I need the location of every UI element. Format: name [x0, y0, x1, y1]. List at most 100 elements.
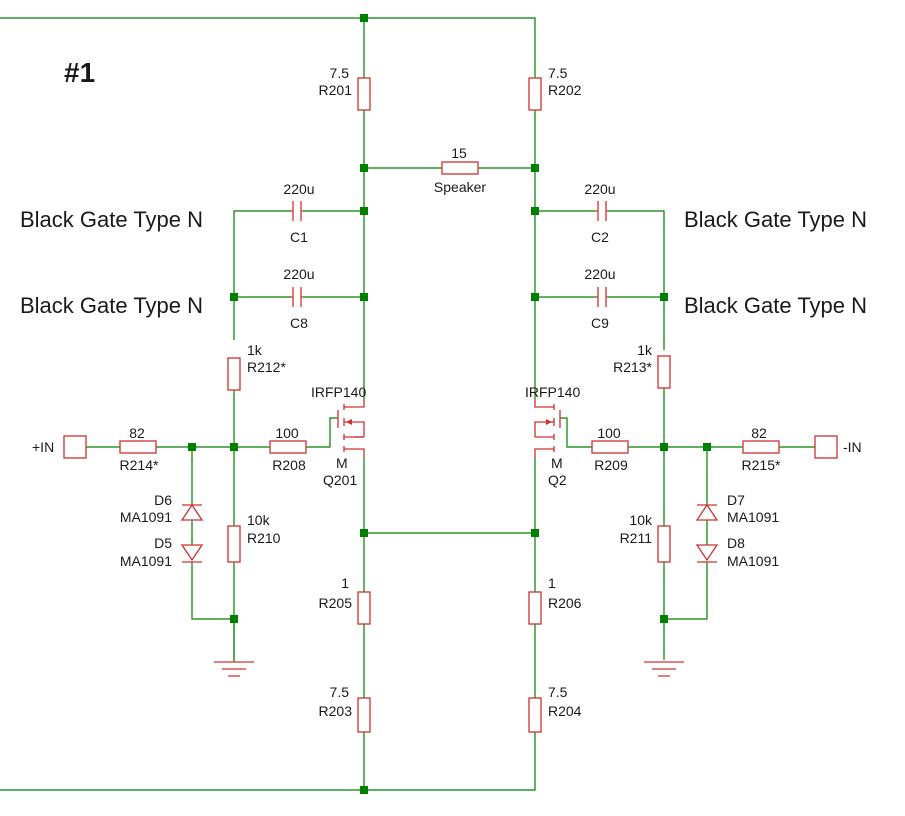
- speaker-value: 15: [451, 145, 467, 161]
- resistor-r214: [119, 440, 157, 454]
- capacitor-c1: [291, 201, 303, 221]
- r214-ref: R214*: [120, 457, 159, 473]
- r206-ref: R206: [548, 595, 582, 611]
- diode-d5: [180, 544, 204, 563]
- r208-value: 100: [275, 425, 299, 441]
- resistor-r213: [657, 355, 671, 389]
- page-title: #1: [64, 57, 95, 88]
- r215-value: 82: [751, 425, 767, 441]
- junction: [360, 786, 368, 794]
- c2-value: 220u: [584, 181, 615, 197]
- q201-ref: Q201: [323, 472, 357, 488]
- r215-ref: R215*: [742, 457, 781, 473]
- r214-value: 82: [129, 425, 145, 441]
- annotation-c9: Black Gate Type N: [684, 293, 867, 318]
- r210-ref: R210: [247, 530, 281, 546]
- junction: [230, 293, 238, 301]
- d7-part: MA1091: [727, 509, 779, 525]
- junction: [531, 207, 539, 215]
- c2-ref: C2: [591, 229, 609, 245]
- diode-d8: [695, 544, 719, 563]
- capacitors: [291, 201, 608, 307]
- junction: [703, 443, 711, 451]
- r202-ref: R202: [548, 82, 582, 98]
- resistor-speaker: [441, 161, 479, 175]
- d7-ref: D7: [727, 492, 745, 508]
- junction: [360, 207, 368, 215]
- r206-value: 1: [548, 575, 556, 591]
- junction: [531, 164, 539, 172]
- d8-part: MA1091: [727, 553, 779, 569]
- d8-ref: D8: [727, 535, 745, 551]
- q2-ref: Q2: [548, 472, 567, 488]
- wires: [0, 17, 815, 791]
- r201-value: 7.5: [330, 65, 350, 81]
- c9-value: 220u: [584, 266, 615, 282]
- r205-ref: R205: [319, 595, 353, 611]
- resistor-r206: [528, 591, 542, 625]
- diode-d6: [180, 503, 204, 521]
- r213-ref: R213*: [613, 359, 652, 375]
- port-label-in-plus: +IN: [32, 439, 54, 455]
- resistor-r215: [742, 440, 780, 454]
- ground-left-icon: [214, 661, 254, 677]
- junction: [360, 529, 368, 537]
- junction: [660, 615, 668, 623]
- resistor-r212: [227, 357, 241, 391]
- r212-ref: R212*: [247, 359, 286, 375]
- junction: [660, 443, 668, 451]
- resistor-r203: [357, 697, 371, 733]
- annotation-c1: Black Gate Type N: [20, 207, 203, 232]
- resistor-r210: [227, 525, 241, 563]
- q2-part: IRFP140: [525, 384, 580, 400]
- q2-type: M: [551, 455, 563, 471]
- r204-value: 7.5: [548, 684, 568, 700]
- port-in-minus: [814, 435, 838, 459]
- diode-d7: [695, 503, 719, 521]
- port-in-plus: [63, 435, 87, 459]
- junction: [360, 14, 368, 22]
- resistor-r209: [591, 440, 629, 454]
- r211-ref: R211: [620, 530, 653, 546]
- speaker-ref: Speaker: [434, 179, 486, 195]
- r205-value: 1: [341, 575, 349, 591]
- r213-value: 1k: [637, 342, 653, 358]
- junction: [531, 529, 539, 537]
- resistor-r204: [528, 697, 542, 733]
- r202-value: 7.5: [548, 65, 568, 81]
- d5-ref: D5: [154, 535, 172, 551]
- c1-value: 220u: [283, 181, 314, 197]
- capacitor-c9: [596, 287, 608, 307]
- d6-ref: D6: [154, 492, 172, 508]
- c8-value: 220u: [283, 266, 314, 282]
- c1-ref: C1: [290, 229, 308, 245]
- r201-ref: R201: [319, 82, 353, 98]
- port-label-in-minus: -IN: [843, 439, 862, 455]
- junction: [360, 293, 368, 301]
- d6-part: MA1091: [120, 509, 172, 525]
- ground-right-icon: [644, 661, 684, 677]
- c9-ref: C9: [591, 315, 609, 331]
- r210-value: 10k: [247, 512, 271, 528]
- junctions: [188, 14, 711, 794]
- resistor-r208: [269, 440, 307, 454]
- d5-part: MA1091: [120, 553, 172, 569]
- resistors: [119, 77, 780, 733]
- capacitor-c2: [596, 201, 608, 221]
- junction: [188, 443, 196, 451]
- q201-part: IRFP140: [311, 384, 366, 400]
- resistor-r201: [357, 77, 371, 111]
- resistor-r211: [657, 525, 671, 563]
- annotation-c8: Black Gate Type N: [20, 293, 203, 318]
- c8-ref: C8: [290, 315, 308, 331]
- annotation-c2: Black Gate Type N: [684, 207, 867, 232]
- r203-value: 7.5: [330, 684, 350, 700]
- junction: [230, 443, 238, 451]
- mosfet-q201: [337, 400, 365, 458]
- r203-ref: R203: [319, 703, 353, 719]
- resistor-r205: [357, 591, 371, 625]
- r209-ref: R209: [594, 457, 628, 473]
- junction: [531, 293, 539, 301]
- mosfet-q2: [534, 400, 561, 458]
